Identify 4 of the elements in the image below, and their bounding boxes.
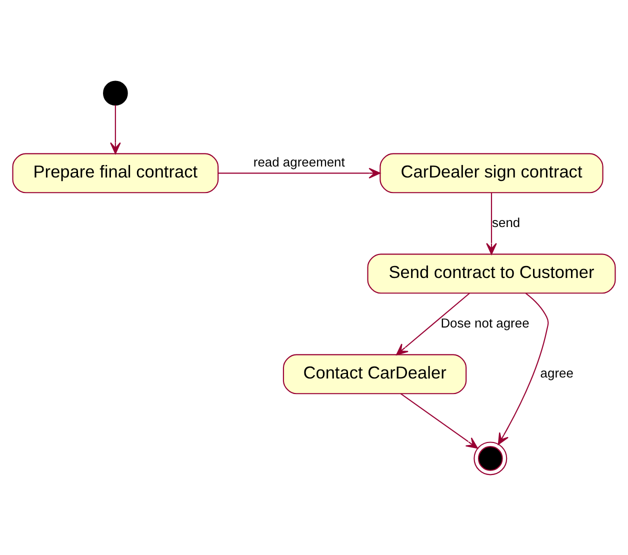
edge-label: send <box>492 214 520 230</box>
edge-label: Dose not agree <box>440 314 530 330</box>
edge-label: agree <box>540 365 574 380</box>
edge-label: read agreement <box>253 154 345 169</box>
